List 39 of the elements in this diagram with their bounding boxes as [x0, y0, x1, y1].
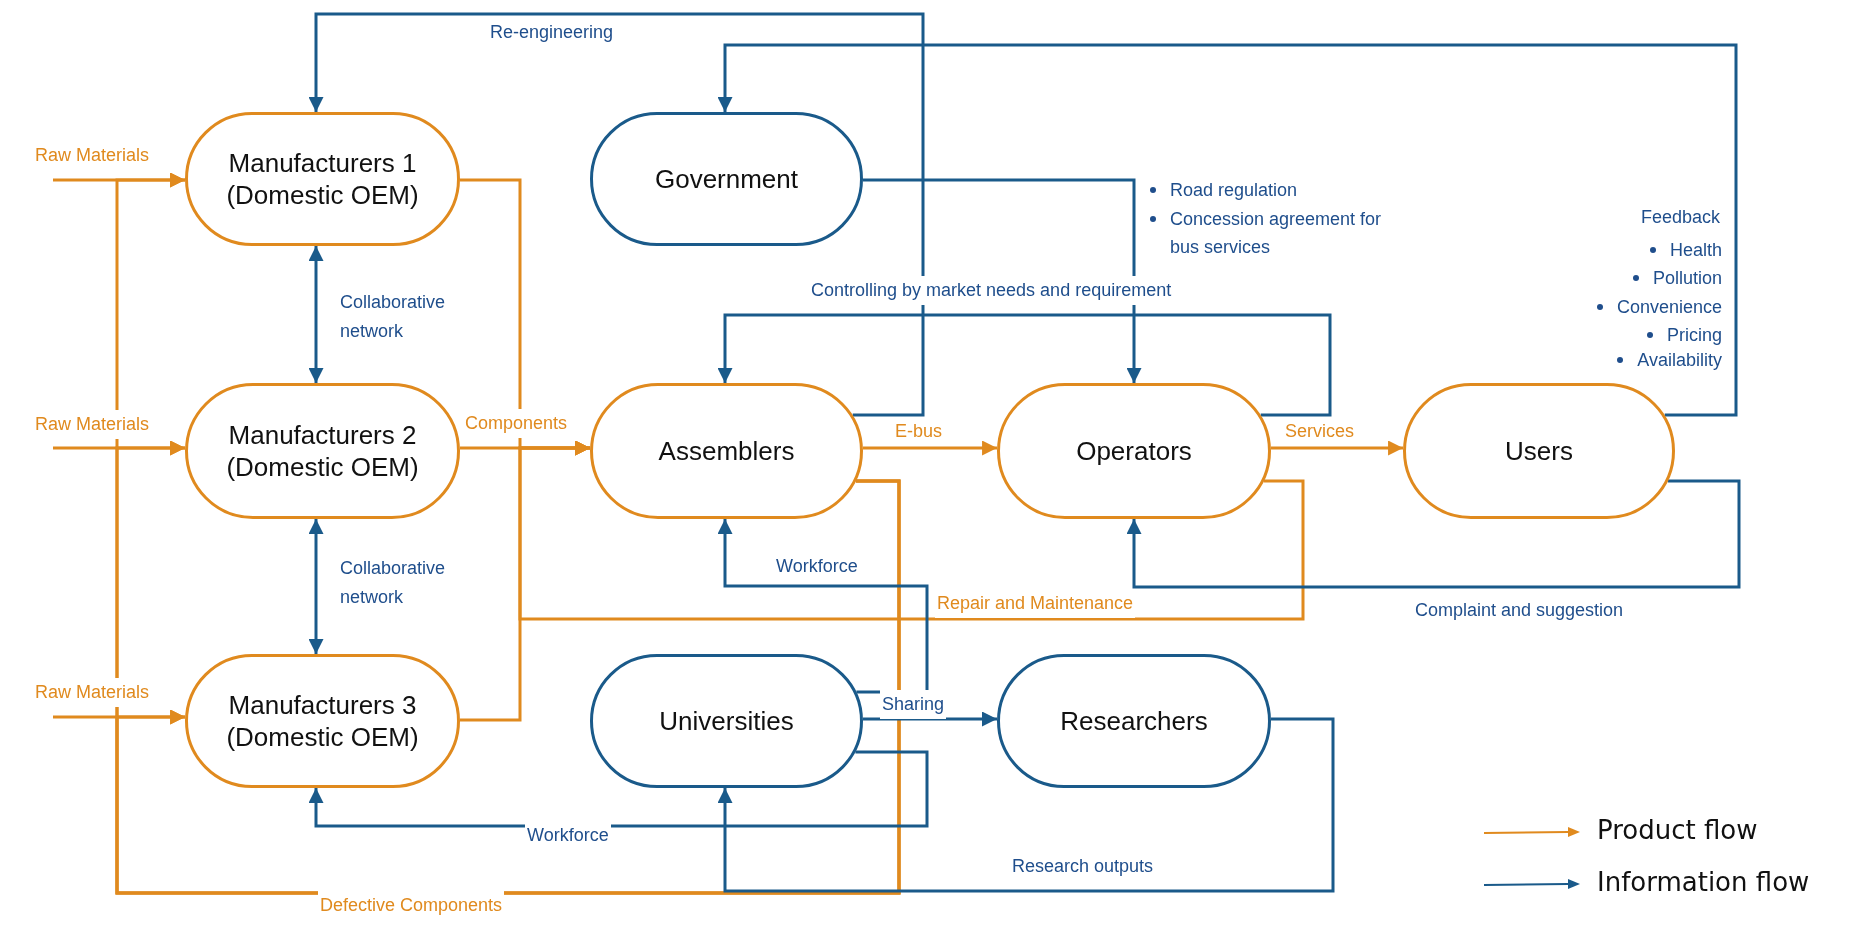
node-label: Researchers	[1059, 705, 1209, 737]
arrow	[717, 519, 929, 694]
bullet-text: Convenience	[1616, 296, 1722, 319]
bullet-text: Pricing	[1666, 324, 1722, 347]
arrow	[308, 12, 925, 417]
edge-label: Collaborative network	[339, 291, 447, 343]
arrow	[717, 313, 1332, 417]
arrow	[1270, 440, 1404, 456]
node-label: Manufacturers 3 (Domestic OEM)	[225, 689, 420, 753]
arrow	[308, 750, 929, 828]
node-label: Manufacturers 2 (Domestic OEM)	[225, 419, 420, 483]
arrow	[717, 717, 1335, 893]
bullet-text: Availability	[1637, 349, 1722, 372]
edge-label: Components	[463, 409, 570, 438]
node-label: Government	[653, 163, 800, 195]
node-label: Users	[1504, 435, 1574, 467]
legend-label: Information flow	[1597, 867, 1810, 897]
legend-label: Product flow	[1597, 815, 1758, 845]
arrow	[862, 440, 998, 456]
arrow	[863, 178, 1142, 383]
bullet-text: Health	[1669, 239, 1722, 262]
arrow	[518, 440, 1305, 621]
arrow	[308, 519, 324, 654]
node-label: Assemblers	[657, 435, 796, 467]
bullet-text: Concession agreement for bus services	[1170, 208, 1383, 259]
node-label: Operators	[1075, 435, 1193, 467]
bullet-text: Road regulation	[1170, 179, 1298, 202]
edge-label: Sharing	[880, 690, 947, 719]
arrow	[862, 711, 998, 727]
edge-label: Raw Materials	[33, 678, 152, 707]
arrow	[1126, 479, 1741, 589]
node-label: Universities	[658, 705, 795, 737]
bullet-text: Pollution	[1652, 267, 1722, 290]
edge-label: Collaborative network	[339, 557, 447, 609]
arrow	[308, 246, 324, 383]
edge-label: Raw Materials	[33, 410, 152, 439]
node-label: Manufacturers 1 (Domestic OEM)	[225, 147, 420, 211]
arrow	[717, 43, 1738, 417]
edge-label: Controlling by market needs and requirement	[809, 276, 1174, 305]
